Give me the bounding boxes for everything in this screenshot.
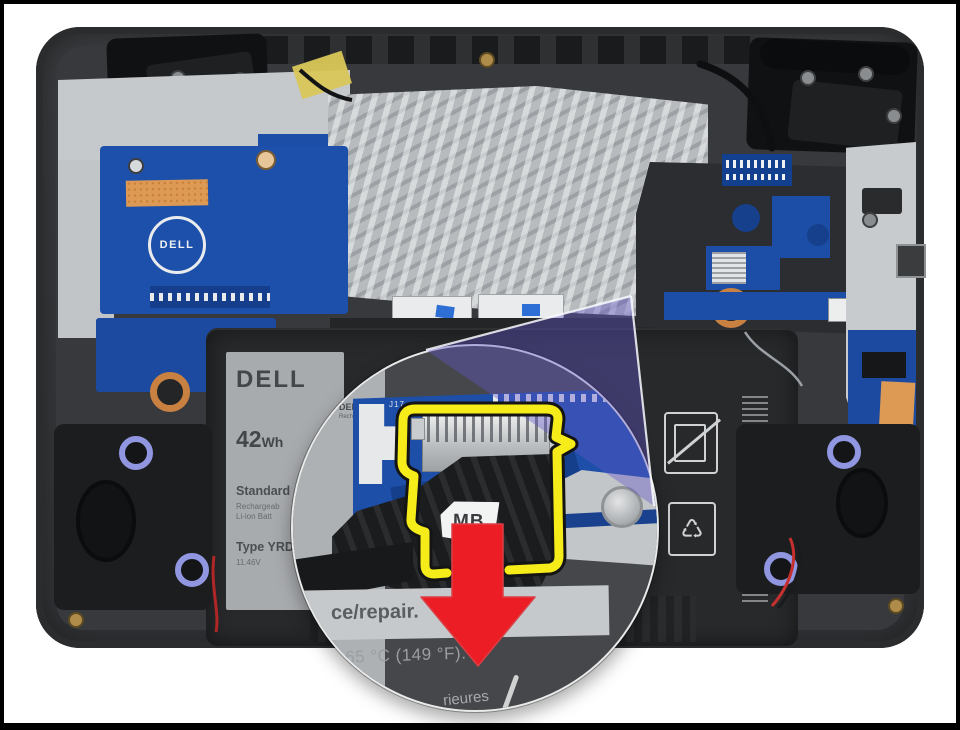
battery-chemistry-line: Li-ion Batt — [236, 512, 273, 521]
wedge-edge — [629, 295, 656, 507]
screw-icon — [479, 52, 495, 68]
gray-wire — [743, 331, 804, 387]
dell-logo-text: DELL — [159, 239, 195, 251]
speaker-grille-icon — [836, 468, 888, 538]
board-cutout — [732, 204, 760, 232]
highlight-outline — [397, 404, 576, 579]
lower-right-board-strip — [664, 292, 860, 320]
usb-port — [896, 244, 926, 278]
crossed-bin-icon — [664, 412, 718, 474]
connector-ridges — [427, 416, 547, 442]
battery-capacity: 42Wh — [236, 426, 283, 453]
mini-label-text: Rech — [339, 414, 354, 420]
display-cable — [696, 60, 776, 152]
callout-wedge — [426, 296, 654, 506]
silkscreen-label: J17 — [389, 400, 405, 409]
rubber-grommet — [175, 553, 209, 587]
capacity-unit: Wh — [261, 434, 284, 450]
down-arrow-icon — [420, 523, 536, 667]
magnified-pad-row — [493, 394, 643, 402]
screw-icon — [256, 150, 276, 170]
speaker-grille-icon — [76, 480, 136, 562]
screw-icon — [888, 598, 904, 614]
board-cutout — [807, 224, 829, 246]
rear-vent-strip — [262, 36, 758, 64]
screw-icon — [862, 212, 878, 228]
screw-icon — [886, 108, 902, 124]
connector-wing — [411, 418, 425, 440]
wide-pin-connector — [722, 154, 792, 186]
recycling-icon: ♺ — [668, 502, 716, 556]
copper-screw-boss — [150, 372, 190, 412]
magnified-screw-head — [601, 486, 643, 528]
battery-type: Type YRDD — [236, 540, 303, 554]
barcode-label — [712, 252, 746, 284]
io-port — [862, 188, 902, 214]
battery-voltage: 11.46V — [236, 558, 261, 567]
battery-chemistry-line: Rechargeab — [236, 502, 280, 511]
screw-icon — [128, 158, 144, 174]
red-wire — [211, 555, 219, 633]
io-board-connector — [862, 352, 906, 378]
screw-icon — [68, 612, 84, 628]
rubber-grommet — [827, 435, 861, 469]
rubber-grommet — [119, 436, 153, 470]
screw-icon — [858, 66, 874, 82]
board-connector-row — [150, 286, 270, 308]
pull-tab — [522, 304, 540, 316]
capacity-value: 42 — [236, 426, 262, 452]
warning-icon: ! — [323, 370, 347, 394]
antenna-cable — [298, 68, 353, 102]
battery-grade: Standard — [236, 484, 291, 498]
mini-brand-text: DELL — [339, 402, 363, 412]
screw-icon — [800, 70, 816, 86]
red-wire — [770, 537, 796, 607]
wedge-edge — [425, 294, 632, 352]
dell-circle-logo: DELL — [148, 216, 206, 274]
black-wire — [776, 539, 802, 609]
